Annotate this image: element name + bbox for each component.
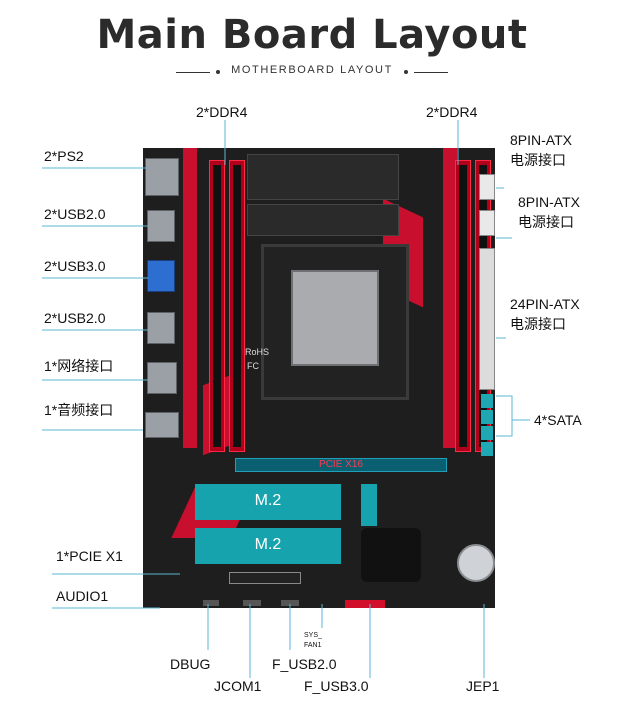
label-pcie-x1: 1*PCIE X1 — [56, 548, 123, 564]
red-accent — [183, 148, 197, 448]
label-sys-fan1-line2: FAN1 — [304, 642, 322, 649]
label-usb30: 2*USB3.0 — [44, 258, 106, 274]
label-f-usb30: F_USB3.0 — [304, 678, 369, 694]
f-usb30-header — [345, 600, 385, 608]
sata-port — [481, 426, 493, 440]
page-title: Main Board Layout — [96, 12, 528, 58]
label-jcom1: JCOM1 — [214, 678, 262, 694]
label-sys-fan1-line1: SYS_ — [304, 632, 322, 639]
label-lan: 1*网络接口 — [44, 358, 114, 374]
label-usb20-bottom: 2*USB2.0 — [44, 310, 106, 326]
atx24-connector — [479, 248, 495, 390]
sata-port — [481, 442, 493, 456]
label-usb20-top: 2*USB2.0 — [44, 206, 106, 222]
m2-label: M.2 — [254, 536, 282, 553]
subtitle-rule-left — [176, 72, 210, 73]
front-header — [203, 600, 219, 606]
pcie-x16-label: PCIE X16 — [319, 459, 363, 470]
ddr4-slot — [229, 160, 245, 452]
usb30-port — [147, 260, 175, 292]
label-atx8-1-line2: 电源接口 — [510, 152, 566, 168]
usb20-port — [147, 312, 175, 344]
fc-mark: FC — [247, 361, 259, 371]
label-atx8-1-line1: 8PIN-ATX — [510, 132, 572, 148]
label-audio-jack: 1*音频接口 — [44, 402, 114, 418]
sata-port — [481, 394, 493, 408]
label-ddr4-left: 2*DDR4 — [196, 104, 248, 120]
vrm-heatsink — [247, 204, 399, 236]
ddr4-slot — [455, 160, 471, 452]
label-audio1: AUDIO1 — [56, 588, 109, 604]
ps2-port — [145, 158, 179, 196]
subtitle-dot-left — [216, 70, 220, 74]
m2-label: M.2 — [254, 492, 282, 509]
label-dbug: DBUG — [170, 656, 211, 672]
label-jep1: JEP1 — [466, 678, 500, 694]
vrm-heatsink — [247, 154, 399, 200]
front-header — [281, 600, 299, 606]
label-sata: 4*SATA — [534, 412, 582, 428]
atx8-connector — [479, 174, 495, 200]
callout-line — [496, 395, 513, 437]
cpu-ihs — [291, 270, 379, 366]
label-atx24-line2: 电源接口 — [510, 316, 566, 332]
subtitle-dot-right — [404, 70, 408, 74]
label-atx8-2-line1: 8PIN-ATX — [518, 194, 580, 210]
label-atx8-2-line2: 电源接口 — [518, 214, 574, 230]
label-f-usb20: F_USB2.0 — [272, 656, 337, 672]
pcie-x16-slot: PCIE X16 — [235, 458, 447, 472]
m2-slot: M.2 — [195, 528, 341, 564]
rohs-mark: RoHS — [245, 347, 270, 357]
wifi-slot — [361, 484, 377, 526]
label-atx24-line1: 24PIN-ATX — [510, 296, 580, 312]
m2-slot: M.2 — [195, 484, 341, 520]
atx8-connector — [479, 210, 495, 236]
cmos-battery — [457, 544, 495, 582]
red-accent — [443, 148, 457, 448]
label-ddr4-right: 2*DDR4 — [426, 104, 478, 120]
audio-port — [145, 412, 179, 438]
subtitle-rule-right — [414, 72, 448, 73]
ddr4-slot — [209, 160, 225, 452]
pcie-x1-slot — [229, 572, 301, 584]
usb20-port — [147, 210, 175, 242]
label-ps2: 2*PS2 — [44, 148, 84, 164]
front-header — [243, 600, 261, 606]
page-subtitle: MOTHERBOARD LAYOUT — [231, 64, 393, 76]
motherboard-image: RoHS FC PCIE X16 M.2 M.2 — [143, 148, 495, 608]
lan-port — [147, 362, 177, 394]
chipset-heatsink — [361, 528, 421, 582]
sata-port — [481, 410, 493, 424]
